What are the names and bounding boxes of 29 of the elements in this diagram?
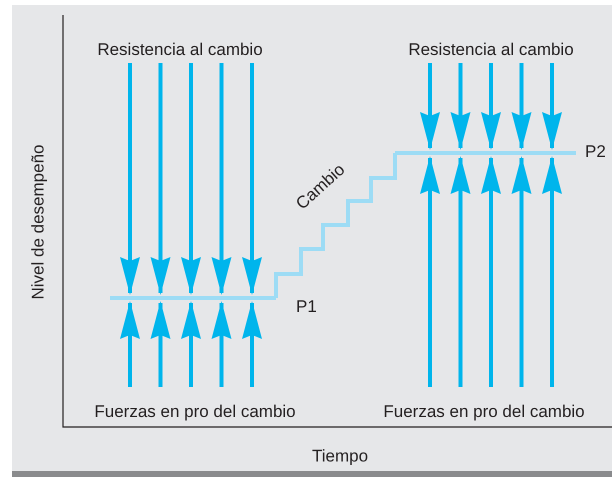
force-label: Resistencia al cambio bbox=[97, 40, 263, 58]
arrow bbox=[542, 156, 562, 387]
step-line bbox=[274, 153, 397, 298]
arrow bbox=[512, 156, 532, 387]
arrow bbox=[450, 156, 470, 387]
arrow bbox=[481, 63, 501, 150]
arrow bbox=[542, 63, 562, 150]
arrow bbox=[512, 63, 532, 150]
y-axis-label: Nivel de desempeño bbox=[30, 144, 46, 300]
level-label: P1 bbox=[296, 298, 317, 315]
arrow bbox=[481, 156, 501, 387]
arrow bbox=[181, 63, 201, 295]
arrow bbox=[120, 301, 140, 387]
arrow bbox=[181, 301, 201, 387]
force-label: Resistencia al cambio bbox=[408, 40, 574, 58]
arrow bbox=[120, 63, 140, 295]
level-label: P2 bbox=[585, 143, 606, 160]
arrow bbox=[242, 301, 262, 387]
force-label: Fuerzas en pro del cambio bbox=[94, 402, 296, 420]
arrow bbox=[242, 63, 262, 295]
arrow bbox=[150, 301, 170, 387]
arrow bbox=[150, 63, 170, 295]
arrow bbox=[212, 301, 232, 387]
arrow bbox=[420, 63, 440, 150]
force-label: Fuerzas en pro del cambio bbox=[383, 402, 585, 420]
x-axis-label: Tiempo bbox=[312, 448, 368, 464]
arrow bbox=[212, 63, 232, 295]
arrow bbox=[420, 156, 440, 387]
arrow bbox=[450, 63, 470, 150]
